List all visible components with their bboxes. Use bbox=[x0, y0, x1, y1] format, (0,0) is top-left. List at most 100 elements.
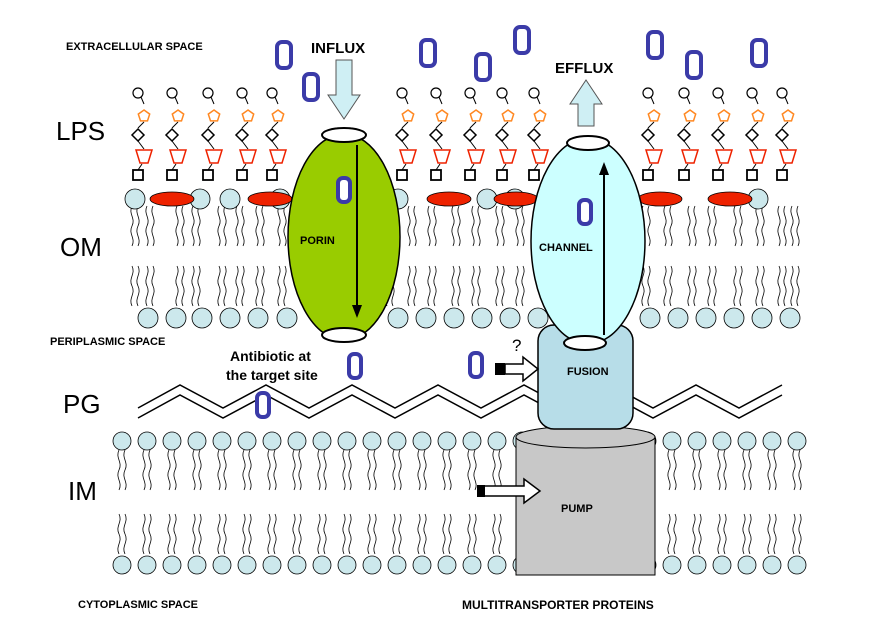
lps-link bbox=[501, 121, 509, 129]
lipid-tail bbox=[136, 265, 140, 307]
lipid-tail bbox=[413, 205, 417, 247]
lipid-tail bbox=[521, 205, 525, 247]
lps-core-sugar bbox=[644, 149, 664, 164]
porin-top-opening bbox=[321, 127, 367, 143]
inner-membrane-head bbox=[462, 555, 482, 575]
inner-membrane-head bbox=[187, 555, 207, 575]
lps-core bbox=[234, 127, 250, 143]
inner-leaflet-head bbox=[276, 307, 298, 329]
lps-core-sugar bbox=[748, 149, 768, 164]
influx-label: INFLUX bbox=[311, 40, 365, 57]
lps-link bbox=[207, 121, 215, 129]
lipid-tail bbox=[298, 513, 302, 555]
lipid-tail bbox=[217, 513, 221, 555]
lipid-a bbox=[266, 169, 278, 181]
lipid-tail bbox=[323, 513, 327, 555]
lipid-tail bbox=[792, 449, 796, 491]
pg-strand bbox=[137, 394, 783, 419]
inner-membrane-head bbox=[487, 431, 507, 451]
multitransporter-label: MULTITRANSPORTER PROTEINS bbox=[462, 598, 654, 612]
lipid-a bbox=[528, 169, 540, 181]
antibiotic-molecule bbox=[302, 72, 320, 102]
antibiotic-molecule bbox=[419, 38, 437, 68]
lipid-tail bbox=[451, 205, 455, 247]
inner-membrane-head bbox=[712, 431, 732, 451]
lps-link bbox=[404, 96, 409, 105]
lipid-tail bbox=[248, 449, 252, 491]
lipid-tail bbox=[367, 513, 371, 555]
antibiotic-molecule bbox=[474, 52, 492, 82]
lipid-a bbox=[202, 169, 214, 181]
lps-link bbox=[271, 163, 277, 171]
lipid-tail bbox=[692, 449, 696, 491]
lps-core-sugar bbox=[778, 149, 798, 164]
lps-molecule bbox=[234, 87, 258, 181]
lipid-a bbox=[776, 169, 788, 181]
lipid-tail bbox=[123, 449, 127, 491]
lps-link bbox=[271, 121, 279, 129]
lipid-tail bbox=[473, 449, 477, 491]
lipid-tail bbox=[142, 449, 146, 491]
lipid-tail bbox=[673, 449, 677, 491]
lipid-tail bbox=[641, 265, 645, 307]
lipid-tail bbox=[692, 513, 696, 555]
inner-membrane-head bbox=[762, 431, 782, 451]
lps-sugar bbox=[271, 109, 285, 122]
lipid-tail bbox=[498, 513, 502, 555]
lps-sugar bbox=[501, 109, 515, 122]
lps-o-antigen bbox=[712, 87, 724, 99]
lps-link bbox=[501, 163, 507, 171]
outer-membrane-protein bbox=[426, 191, 472, 207]
lipid-tail bbox=[317, 449, 321, 491]
antibiotic-molecule bbox=[646, 30, 664, 60]
antibiotic-molecule bbox=[468, 351, 484, 379]
inner-membrane-head bbox=[462, 431, 482, 451]
lipid-tail bbox=[515, 205, 519, 247]
lipid-tail bbox=[521, 265, 525, 307]
efflux-label: EFFLUX bbox=[555, 60, 613, 77]
lipid-tail bbox=[223, 205, 227, 247]
lipid-tail bbox=[442, 513, 446, 555]
inner-membrane-head bbox=[487, 555, 507, 575]
lipid-tail bbox=[235, 205, 239, 247]
antibiotic-molecule bbox=[275, 40, 293, 70]
lipid-tail bbox=[255, 205, 259, 247]
lipid-tail bbox=[647, 265, 651, 307]
inner-membrane-head bbox=[237, 431, 257, 451]
om-label: OM bbox=[60, 232, 102, 262]
lps-sugar bbox=[241, 109, 255, 122]
lps-link bbox=[650, 96, 655, 105]
lps-link bbox=[274, 96, 279, 105]
lipid-tail bbox=[427, 265, 431, 307]
lipid-tail bbox=[181, 265, 185, 307]
lipid-tail bbox=[501, 205, 505, 247]
lps-link bbox=[241, 140, 249, 150]
pg-label: PG bbox=[63, 389, 101, 419]
lipid-tail bbox=[217, 449, 221, 491]
lps-molecule bbox=[200, 87, 224, 181]
lps-link bbox=[438, 96, 443, 105]
lipid-a bbox=[236, 169, 248, 181]
inner-membrane-head bbox=[337, 431, 357, 451]
lipid-tail bbox=[515, 265, 519, 307]
lipid-a bbox=[746, 169, 758, 181]
lipid-tail bbox=[467, 449, 471, 491]
lipid-tail bbox=[739, 265, 743, 307]
porin-transport-arrow bbox=[352, 145, 362, 318]
lps-link bbox=[472, 96, 477, 105]
lipid-tail bbox=[755, 265, 759, 307]
lps-sugar bbox=[435, 109, 449, 122]
channel-protein bbox=[530, 137, 646, 345]
lps-core bbox=[640, 127, 656, 143]
lipid-tail bbox=[342, 513, 346, 555]
lipid-tail bbox=[267, 449, 271, 491]
lipid-tail bbox=[669, 265, 673, 307]
lipid-a bbox=[642, 169, 654, 181]
lps-o-antigen bbox=[266, 87, 278, 99]
lps-link bbox=[536, 96, 541, 105]
lipid-tail bbox=[348, 449, 352, 491]
inner-leaflet-head bbox=[191, 307, 213, 329]
lps-core-sugar bbox=[714, 149, 734, 164]
inner-membrane-head bbox=[662, 431, 682, 451]
lps-core-sugar bbox=[680, 149, 700, 164]
